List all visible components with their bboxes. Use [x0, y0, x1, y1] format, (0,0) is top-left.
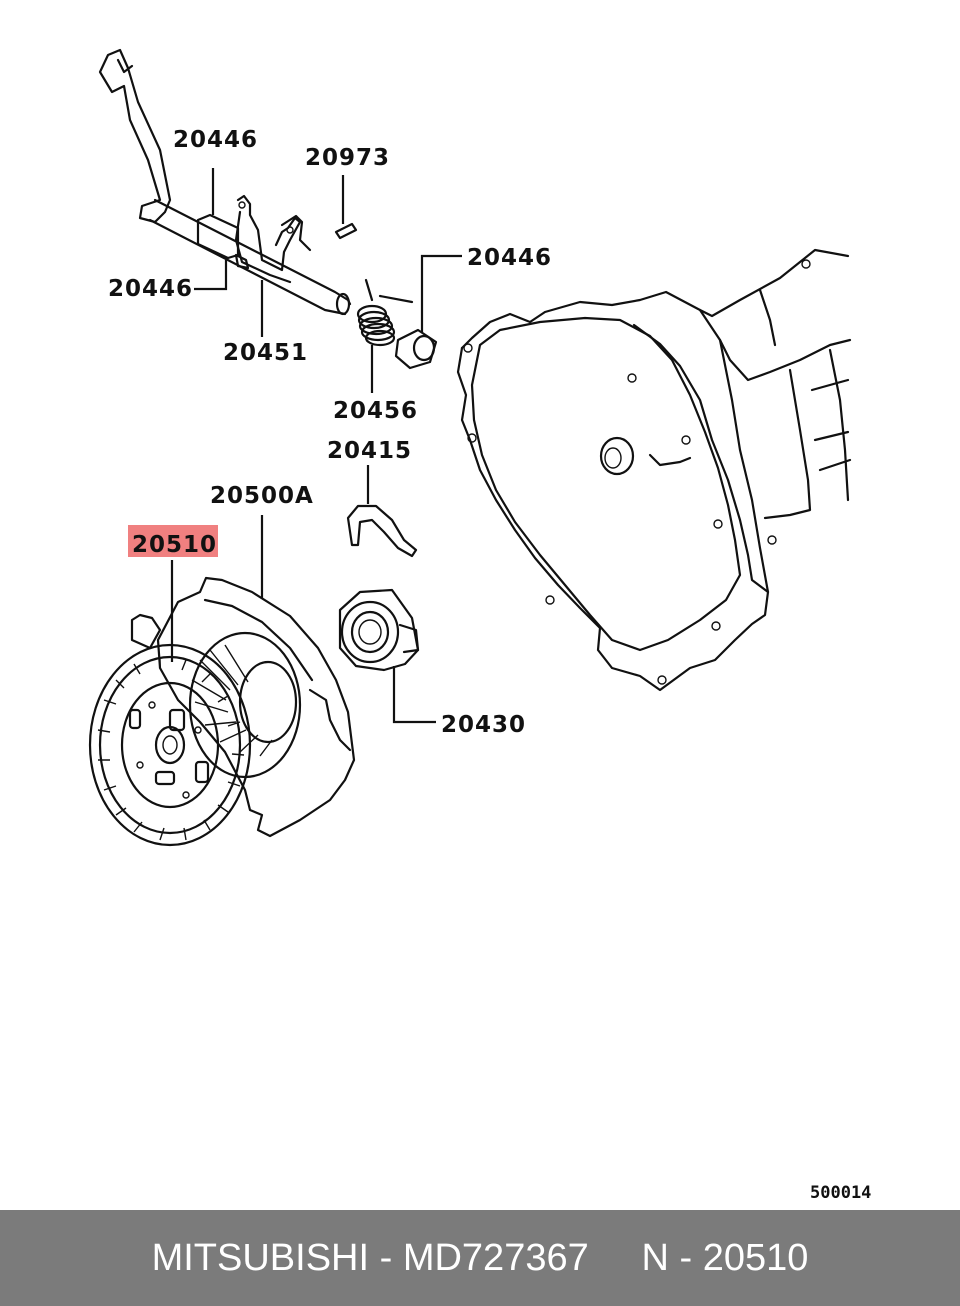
bushing-drawing — [394, 328, 438, 370]
callout-20451[interactable]: 20451 — [223, 340, 308, 366]
callout-20415[interactable]: 20415 — [327, 438, 412, 464]
clip-drawing — [346, 504, 418, 558]
transmission-housing-drawing — [456, 248, 852, 692]
part-number-caption: MITSUBISHI - MD727367 N - 20510 — [151, 1236, 809, 1279]
callout-20446-left[interactable]: 20446 — [108, 276, 193, 302]
exploded-parts-diagram: 20446 20973 20446 20446 20451 20456 2041… — [88, 48, 871, 1203]
release-bearing-drawing — [338, 588, 420, 672]
footer-bar: MITSUBISHI - MD727367 N - 20510 — [0, 1210, 960, 1306]
callout-20500a[interactable]: 20500A — [210, 483, 314, 509]
callout-20446-right[interactable]: 20446 — [467, 245, 552, 271]
callout-20510[interactable]: 20510 — [132, 532, 217, 558]
part-highlight — [128, 525, 218, 557]
pin-drawing — [334, 222, 358, 240]
release-fork-drawing — [98, 48, 352, 316]
callout-20456[interactable]: 20456 — [333, 398, 418, 424]
callout-20430[interactable]: 20430 — [441, 712, 526, 738]
return-spring-drawing — [356, 278, 414, 347]
callout-20973[interactable]: 20973 — [305, 145, 390, 171]
callout-20446-top[interactable]: 20446 — [173, 127, 258, 153]
diagram-code: 500014 — [810, 1183, 871, 1203]
clutch-disc-drawing — [88, 643, 252, 847]
leader-lines — [170, 168, 462, 724]
